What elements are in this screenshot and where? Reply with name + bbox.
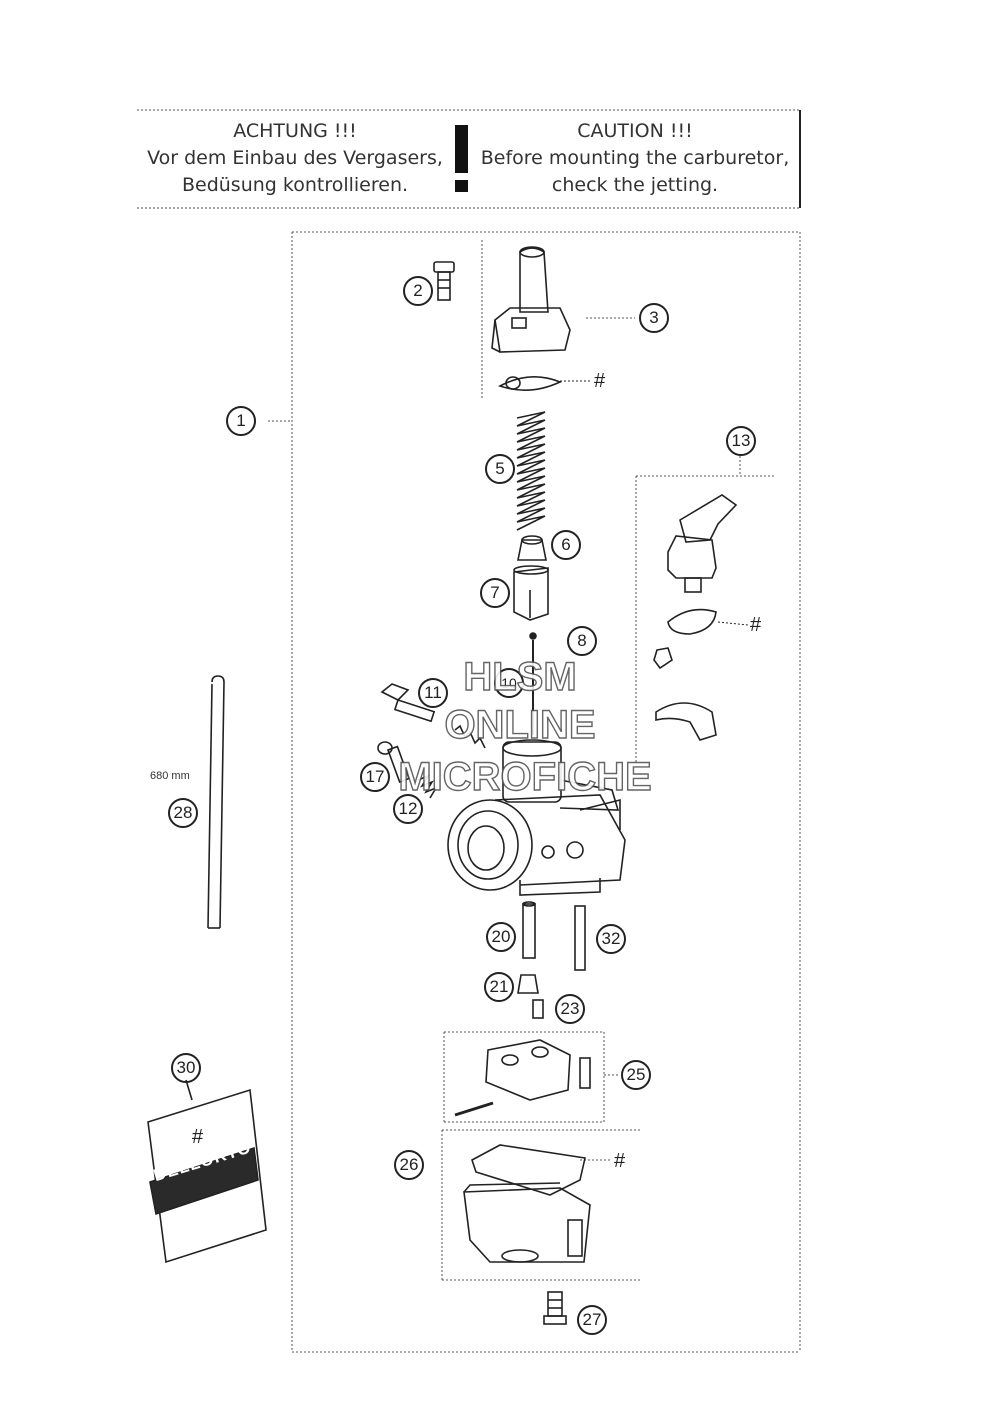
callout-26: 26 — [394, 1150, 424, 1180]
hash-mark-13: # — [750, 614, 762, 636]
part-23-jet — [532, 999, 544, 1019]
part-25-float — [454, 1039, 591, 1117]
part-28-hose — [207, 675, 225, 929]
callout-27: 27 — [577, 1305, 607, 1335]
part-26-bowl — [463, 1144, 591, 1263]
callout-23: 23 — [555, 994, 585, 1024]
part-32-tube — [574, 905, 586, 971]
part-11-idle-screw — [380, 683, 486, 749]
warning-box-frame — [137, 109, 800, 209]
callout-8: 8 — [567, 626, 597, 656]
watermark-line2: ONLINE — [444, 702, 597, 747]
callout-13: 13 — [726, 426, 756, 456]
part-6-retainer — [517, 535, 547, 561]
part-13-choke — [653, 494, 749, 741]
hose-length-label: 680 mm — [150, 770, 190, 782]
hash-mark-30: # — [192, 1126, 204, 1148]
warning-english-line2: check the jetting. — [551, 174, 719, 196]
callout-21: 21 — [484, 972, 514, 1002]
callout-12: 12 — [393, 794, 423, 824]
part-7-slide — [513, 565, 549, 621]
warning-english: CAUTION !!! Before mounting the carburet… — [470, 118, 800, 199]
callout-20: 20 — [486, 922, 516, 952]
part-12-spring — [417, 774, 438, 799]
hash-mark-3: # — [594, 370, 606, 392]
carburetor-body — [447, 739, 626, 896]
watermark-line1: HLSM — [463, 654, 578, 699]
warning-english-title: CAUTION !!! — [577, 120, 693, 142]
callout-28: 28 — [168, 798, 198, 828]
exclamation-icon — [455, 125, 468, 173]
callout-32: 32 — [596, 924, 626, 954]
hash-mark-26: # — [614, 1150, 626, 1172]
watermark-line3: MICROFICHE — [398, 754, 653, 799]
warning-german-title: ACHTUNG !!! — [233, 120, 357, 142]
part-5-spring — [516, 411, 546, 531]
callout-2: 2 — [403, 276, 433, 306]
callout-5: 5 — [485, 454, 515, 484]
callout-30: 30 — [171, 1053, 201, 1083]
callout-7: 7 — [480, 578, 510, 608]
part-3-cover — [491, 246, 592, 391]
part-17-screw — [377, 741, 411, 783]
callout-1: 1 — [226, 406, 256, 436]
part-20-holder — [522, 901, 536, 959]
callout-6: 6 — [551, 530, 581, 560]
part-21-jet — [517, 974, 539, 994]
warning-english-line1: Before mounting the carburetor, — [480, 147, 790, 169]
part-2-screw — [433, 261, 455, 301]
part-27-screw — [543, 1291, 567, 1325]
warning-german-line2: Bedüsung kontrollieren. — [181, 174, 409, 196]
part-30-jet-kit — [147, 1079, 267, 1264]
callout-25: 25 — [621, 1060, 651, 1090]
callout-17: 17 — [360, 762, 390, 792]
warning-german: ACHTUNG !!! Vor dem Einbau des Vergasers… — [130, 118, 460, 199]
callout-10: 10 — [494, 668, 524, 698]
warning-german-line1: Vor dem Einbau des Vergasers, — [147, 147, 443, 169]
callout-11: 11 — [418, 678, 448, 708]
callout-3: 3 — [639, 303, 669, 333]
